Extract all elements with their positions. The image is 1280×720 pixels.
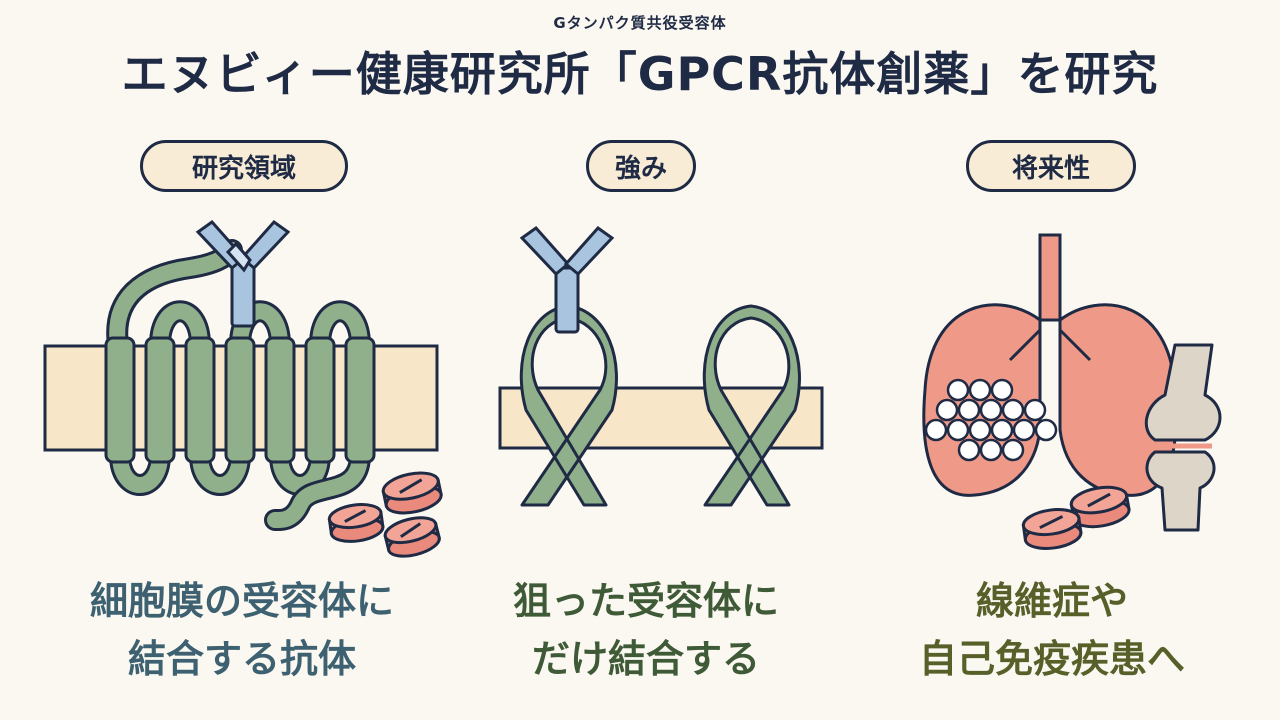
ribbon-receptor-icon: [498, 304, 824, 507]
caption-line: だけ結合する: [531, 637, 760, 681]
caption-strength: 狙った受容体に だけ結合する: [446, 572, 846, 688]
page-title: エヌビィー健康研究所「GPCR抗体創薬」を研究: [121, 47, 1159, 101]
gpcr-receptor-icon: [43, 239, 439, 532]
caption-line: 結合する抗体: [127, 637, 356, 681]
pill-icon: [327, 471, 443, 558]
pill-icon-2: [1021, 485, 1131, 550]
caption-line: 自己免疫疾患へ: [918, 637, 1185, 681]
title-ruby: Gタンパク質共役受容体: [553, 14, 727, 32]
label-strength: 強み: [586, 140, 696, 192]
caption-line: 線維症や: [975, 579, 1128, 623]
antibody-icon: [195, 219, 291, 328]
fibrosis-cells: [924, 378, 1058, 462]
caption-line: 狙った受容体に: [512, 579, 779, 623]
label-research-area: 研究領域: [140, 140, 348, 192]
caption-future: 線維症や 自己免疫疾患へ: [852, 572, 1252, 688]
caption-line: 細胞膜の受容体に: [89, 579, 394, 623]
label-future: 将来性: [966, 140, 1136, 192]
knee-joint-icon: [1144, 343, 1222, 532]
caption-research-area: 細胞膜の受容体に 結合する抗体: [42, 572, 442, 688]
antibody-icon-2: [519, 225, 615, 334]
